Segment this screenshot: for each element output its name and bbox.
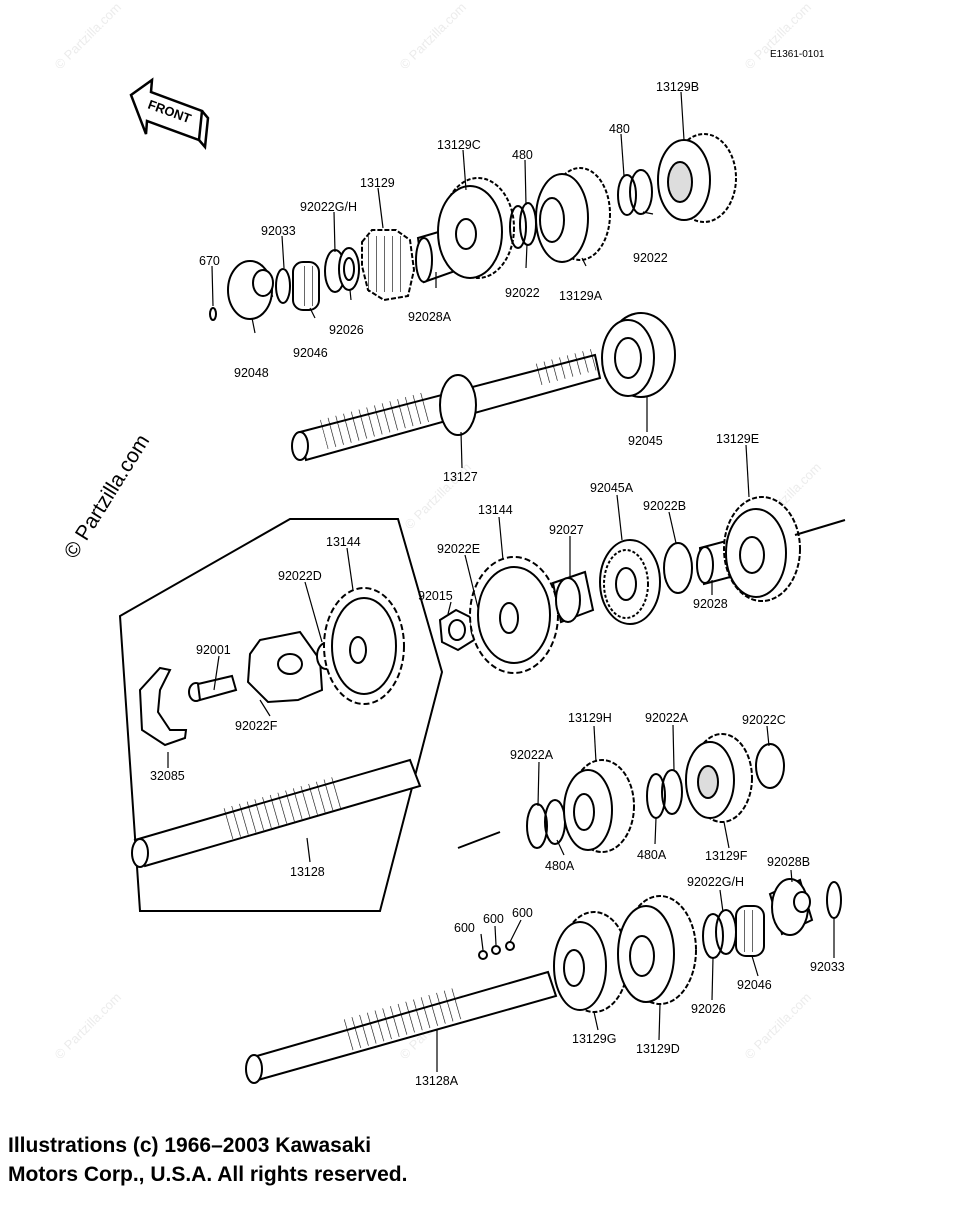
part-label: 92001 bbox=[196, 643, 231, 657]
part-label: 92045A bbox=[590, 481, 634, 495]
shaft-13127 bbox=[291, 312, 676, 462]
copyright-notice: Illustrations (c) 1966–2003 Kawasaki Mot… bbox=[8, 1134, 408, 1186]
top-shaft-assembly bbox=[209, 133, 737, 321]
part-label: 13144 bbox=[326, 535, 361, 549]
part-label: 480 bbox=[512, 148, 533, 162]
part-label: 13129F bbox=[705, 849, 748, 863]
part-label: 92027 bbox=[549, 523, 584, 537]
part-label: 13129 bbox=[360, 176, 395, 190]
inset-box bbox=[118, 518, 444, 912]
part-label: 92022D bbox=[278, 569, 322, 583]
part-label: 92022E bbox=[437, 542, 480, 556]
part-label: 13129B bbox=[656, 80, 699, 94]
front-arrow: FRONT bbox=[129, 77, 210, 151]
part-label: 92026 bbox=[329, 323, 364, 337]
watermark: © Partzilla.com bbox=[397, 0, 470, 72]
watermark: © Partzilla.com bbox=[742, 990, 815, 1063]
leader-lines bbox=[167, 91, 835, 1072]
part-label: 13129D bbox=[636, 1042, 680, 1056]
watermark: © Partzilla.com bbox=[52, 990, 125, 1063]
part-label: 92022A bbox=[510, 748, 554, 762]
part-label: 600 bbox=[454, 921, 475, 935]
part-label: 92022C bbox=[742, 713, 786, 727]
watermark: © Partzilla.com bbox=[52, 0, 125, 72]
part-label: 92028 bbox=[693, 597, 728, 611]
part-label: 92045 bbox=[628, 434, 663, 448]
part-label: 480A bbox=[637, 848, 667, 862]
part-label: 480 bbox=[609, 122, 630, 136]
part-label: 670 bbox=[199, 254, 220, 268]
part-label: 13144 bbox=[478, 503, 513, 517]
part-label: 13129C bbox=[437, 138, 481, 152]
part-label: 92022G/H bbox=[300, 200, 357, 214]
part-label: 92015 bbox=[418, 589, 453, 603]
output-side-assembly bbox=[438, 496, 846, 674]
part-label: 92028A bbox=[408, 310, 452, 324]
part-label: 600 bbox=[512, 906, 533, 920]
part-label: 13129H bbox=[568, 711, 612, 725]
diagram-code: E1361-0101 bbox=[770, 49, 825, 60]
part-label: 92033 bbox=[261, 224, 296, 238]
part-label: 13129E bbox=[716, 432, 759, 446]
partzilla-watermark: © Partzilla.com bbox=[60, 430, 154, 562]
lower-assembly bbox=[245, 733, 842, 1084]
part-label: 92048 bbox=[234, 366, 269, 380]
part-label: 32085 bbox=[150, 769, 185, 783]
part-label: 13127 bbox=[443, 470, 478, 484]
part-label: 92022F bbox=[235, 719, 278, 733]
part-label: 92022B bbox=[643, 499, 686, 513]
part-label: 92028B bbox=[767, 855, 810, 869]
part-label: 92022G/H bbox=[687, 875, 744, 889]
part-label: 92022 bbox=[505, 286, 540, 300]
part-label: 13128 bbox=[290, 865, 325, 879]
part-label: 92026 bbox=[691, 1002, 726, 1016]
part-label: 13129A bbox=[559, 289, 603, 303]
part-label: 480A bbox=[545, 859, 575, 873]
part-label: 92046 bbox=[737, 978, 772, 992]
part-label: 92033 bbox=[810, 960, 845, 974]
part-label: 92022A bbox=[645, 711, 689, 725]
part-labels: 13129B 480 480 13129C 13129 92022G/H 920… bbox=[150, 80, 845, 1088]
watermark: © Partzilla.com bbox=[742, 0, 815, 72]
inset-parts bbox=[131, 587, 422, 868]
part-label: 13128A bbox=[415, 1074, 459, 1088]
part-label: 92046 bbox=[293, 346, 328, 360]
part-label: 92022 bbox=[633, 251, 668, 265]
part-label: 13129G bbox=[572, 1032, 616, 1046]
part-label: 600 bbox=[483, 912, 504, 926]
